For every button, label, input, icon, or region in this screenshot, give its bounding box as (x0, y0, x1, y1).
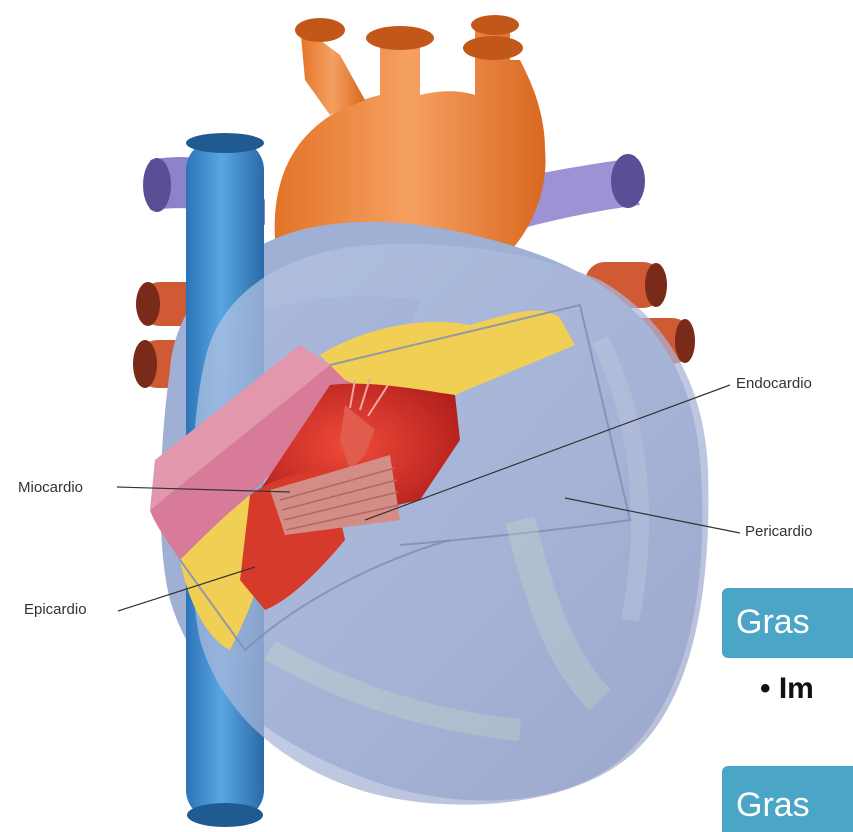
slide-bullet: • Im (760, 674, 814, 704)
label-miocardio: Miocardio (18, 480, 83, 495)
label-endocardio: Endocardio (736, 376, 812, 391)
slide-heading-2: Gras (736, 788, 810, 822)
slide-heading-box-1: Gras (722, 588, 853, 658)
label-epicardio: Epicardio (24, 602, 87, 617)
label-pericardio: Pericardio (745, 524, 813, 539)
slide-heading-1: Gras (736, 605, 810, 639)
slide-heading-box-2: Gras (722, 766, 853, 832)
